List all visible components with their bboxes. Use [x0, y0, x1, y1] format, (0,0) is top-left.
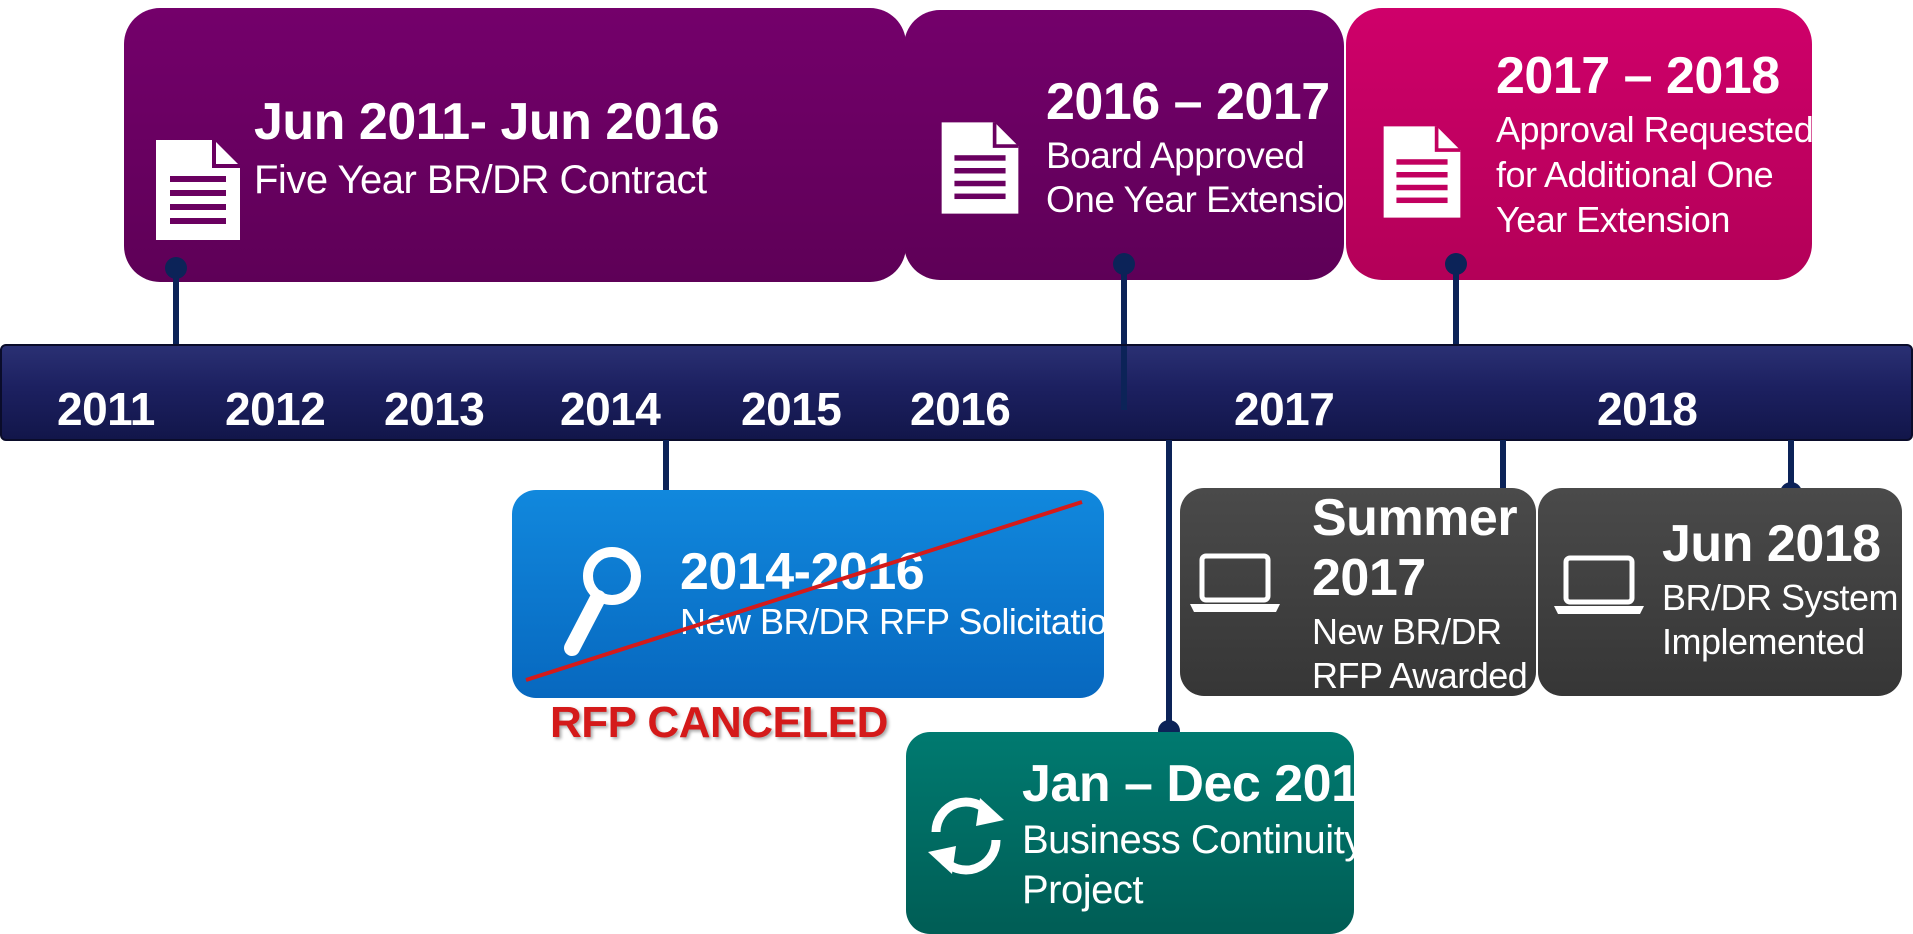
rfp-canceled-label: RFP CANCELED: [550, 698, 888, 747]
connector-line: [1121, 346, 1127, 410]
card-description: Approval Requested: [1496, 109, 1814, 150]
laptop-icon: [1554, 555, 1644, 614]
card-approval: 2017 – 2018 Approval Requested for Addit…: [1346, 8, 1814, 280]
year-label: 2015: [741, 383, 842, 435]
card-rfp: 2014-2016 New BR/DR RFP Solicitation: [512, 490, 1127, 698]
card-description: Year Extension: [1496, 199, 1730, 240]
card-description: Five Year BR/DR Contract: [254, 158, 707, 202]
card-continuity: Jan – Dec 2016 Business Continuity Proje…: [906, 732, 1388, 934]
card-implemented: Jun 2018 BR/DR System Implemented: [1538, 488, 1902, 696]
card-description: New BR/DR: [1312, 611, 1502, 652]
card-extension: 2016 – 2017 Board Approved One Year Exte…: [904, 10, 1365, 280]
document-icon: [1383, 126, 1461, 218]
connector-dot: [1113, 253, 1135, 275]
connector-line: [1788, 440, 1794, 490]
document-icon: [941, 122, 1019, 214]
card-description: RFP Awarded: [1312, 655, 1528, 696]
card-title: 2016 – 2017: [1046, 73, 1330, 131]
card-title: Jun 2011- Jun 2016: [254, 93, 720, 151]
connector-line: [663, 440, 669, 520]
card-description: Implemented: [1662, 621, 1865, 662]
connector-dot: [165, 257, 187, 279]
card-description: Business Continuity: [1022, 818, 1364, 862]
connector-line: [1500, 440, 1506, 506]
year-label: 2017: [1234, 383, 1335, 435]
card-description: for Additional One: [1496, 154, 1774, 195]
card-awarded: Summer 2017 New BR/DR RFP Awarded: [1180, 488, 1536, 696]
year-label: 2011: [57, 383, 155, 435]
card-title: Jun 2018: [1662, 515, 1881, 573]
year-label: 2018: [1597, 383, 1698, 435]
connector-line: [1453, 264, 1459, 346]
connector-line: [173, 270, 179, 346]
card-description: Project: [1022, 868, 1144, 912]
laptop-icon: [1190, 553, 1280, 612]
connector-line: [1121, 264, 1127, 410]
strike-line: [525, 500, 1083, 682]
refresh-icon: [928, 797, 1004, 875]
search-icon: [564, 547, 641, 656]
connector-line: [1166, 440, 1172, 736]
year-label: 2013: [384, 383, 485, 435]
card-title: Summer: [1312, 489, 1518, 547]
card-description: Board Approved: [1046, 135, 1305, 176]
card-title: 2017 – 2018: [1496, 47, 1780, 105]
card-title: Jan – Dec 2016: [1022, 755, 1388, 813]
year-label: 2012: [225, 383, 326, 435]
card-contract: Jun 2011- Jun 2016 Five Year BR/DR Contr…: [124, 8, 906, 282]
card-description: BR/DR System: [1662, 577, 1899, 618]
card-description: One Year Extension: [1046, 179, 1365, 220]
year-label: 2014: [560, 383, 661, 435]
card-title: 2017: [1312, 549, 1426, 607]
connector-dot: [1445, 253, 1467, 275]
year-label: 2016: [910, 383, 1011, 435]
document-icon: [156, 140, 240, 240]
timeline-bar: [0, 344, 1913, 441]
